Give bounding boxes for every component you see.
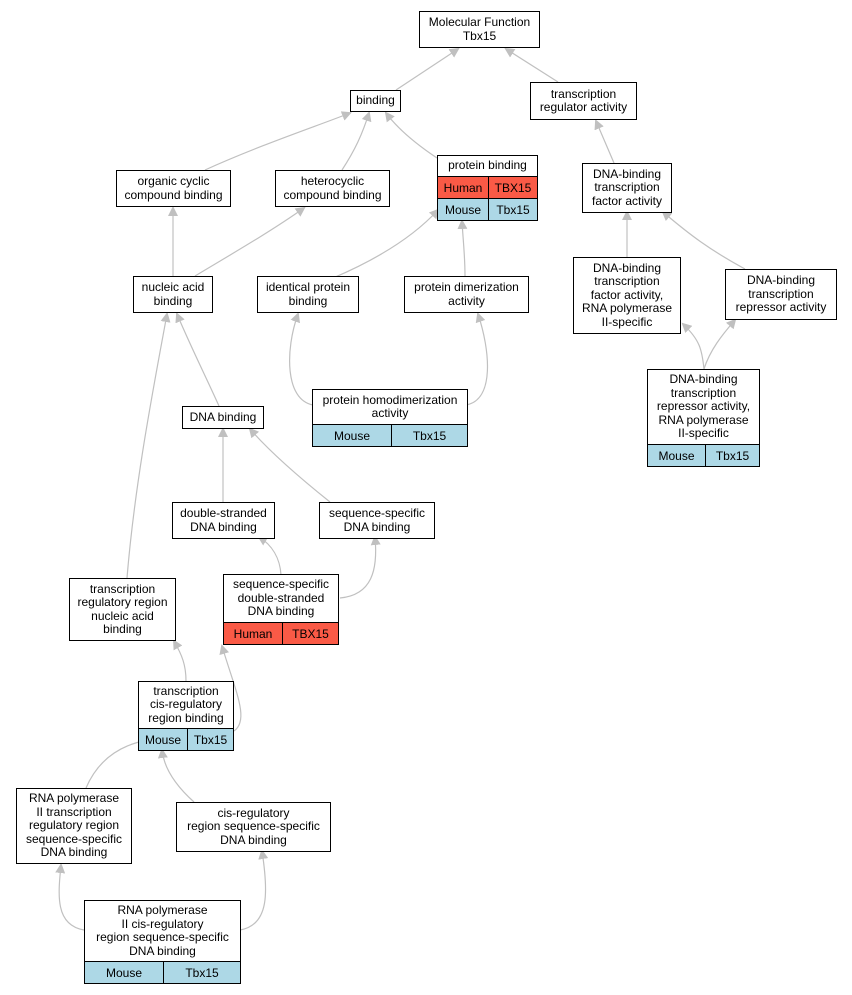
edge-dbtra2-to-dbtfa2 bbox=[681, 322, 705, 370]
gene-label: Tbx15 bbox=[705, 445, 759, 466]
edge-tra-to-mf bbox=[504, 47, 559, 83]
node-transcription-regulatory-region-nucleic-acid-binding[interactable]: transcription regulatory region nucleic … bbox=[69, 578, 176, 641]
node-label: DNA-binding transcription repressor acti… bbox=[735, 273, 827, 315]
annotation-mouse: Mouse Tbx15 bbox=[648, 444, 759, 466]
node-label: DNA-binding transcription factor activit… bbox=[591, 166, 663, 208]
edge-phda-to-ipb bbox=[289, 312, 314, 406]
edge-rp2cr-to-crss bbox=[239, 849, 269, 931]
edge-tcrrb-to-trrnab bbox=[173, 639, 187, 682]
species-label: Mouse bbox=[438, 199, 488, 220]
node-molecular-function[interactable]: Molecular Function Tbx15 bbox=[419, 11, 540, 48]
species-label: Mouse bbox=[85, 962, 163, 983]
node-protein-binding[interactable]: protein binding Human TBX15 Mouse Tbx15 bbox=[437, 155, 538, 221]
node-label: nucleic acid binding bbox=[141, 280, 205, 308]
edge-tcrrb-to-ssds bbox=[219, 644, 242, 732]
species-label: Human bbox=[438, 177, 488, 198]
edge-ssds-to-dsdb bbox=[257, 535, 282, 576]
edge-ipb-to-pb bbox=[332, 208, 440, 279]
gene-label: TBX15 bbox=[488, 177, 537, 198]
node-nucleic-acid-binding[interactable]: nucleic acid binding bbox=[133, 276, 213, 313]
gene-label: Tbx15 bbox=[187, 729, 233, 750]
node-label: DNA-binding transcription factor activit… bbox=[581, 260, 673, 329]
node-label: DNA binding bbox=[189, 409, 257, 424]
node-label: binding bbox=[356, 93, 395, 108]
node-rna-pol-ii-transcription-regulatory-region-binding[interactable]: RNA polymerase II transcription regulato… bbox=[16, 788, 132, 864]
node-label: sequence-specific double-stranded DNA bi… bbox=[232, 577, 330, 619]
edge-nab-to-hcb bbox=[194, 206, 306, 277]
node-transcription-regulator-activity[interactable]: transcription regulator activity bbox=[530, 82, 637, 120]
edge-rp2cr-to-rp2 bbox=[55, 863, 85, 931]
node-double-stranded-dna-binding[interactable]: double-stranded DNA binding bbox=[172, 502, 275, 539]
node-label: Molecular Function Tbx15 bbox=[428, 15, 531, 43]
node-label: organic cyclic compound binding bbox=[124, 174, 223, 202]
gene-label: TBX15 bbox=[282, 623, 338, 644]
node-identical-protein-binding[interactable]: identical protein binding bbox=[257, 276, 359, 313]
annotation-mouse: Mouse Tbx15 bbox=[139, 728, 233, 750]
node-label: RNA polymerase II transcription regulato… bbox=[25, 791, 123, 860]
annotation-human: Human TBX15 bbox=[438, 176, 537, 198]
annotation-mouse: Mouse Tbx15 bbox=[85, 961, 240, 983]
species-label: Mouse bbox=[648, 445, 705, 466]
node-sequence-specific-dna-binding[interactable]: sequence-specific DNA binding bbox=[319, 502, 435, 539]
edge-pb-to-binding bbox=[384, 111, 438, 159]
node-label: sequence-specific DNA binding bbox=[328, 506, 426, 534]
edge-hcb-to-binding bbox=[341, 111, 372, 171]
edge-binding-to-mf bbox=[395, 47, 460, 91]
edge-dbtra-to-dbtfa bbox=[661, 210, 746, 270]
node-label: cis-regulatory region sequence-specific … bbox=[187, 805, 320, 847]
node-label: transcription cis-regulatory region bind… bbox=[148, 683, 224, 725]
annotation-mouse: Mouse Tbx15 bbox=[313, 424, 467, 446]
node-protein-dimerization-activity[interactable]: protein dimerization activity bbox=[404, 276, 529, 313]
node-transcription-cis-regulatory-region-binding[interactable]: transcription cis-regulatory region bind… bbox=[138, 681, 234, 751]
node-label: heterocyclic compound binding bbox=[283, 174, 382, 202]
edge-ssds-to-ssdb bbox=[339, 535, 381, 599]
node-cis-regulatory-region-sequence-specific-dna-binding[interactable]: cis-regulatory region sequence-specific … bbox=[176, 802, 331, 852]
edge-dnab-to-nab bbox=[175, 312, 220, 407]
node-dna-binding[interactable]: DNA binding bbox=[182, 406, 264, 429]
edge-trrnab-to-nab bbox=[126, 312, 171, 579]
node-organic-cyclic-compound-binding[interactable]: organic cyclic compound binding bbox=[116, 170, 231, 207]
node-dna-binding-tf-activity-rna-pol-ii[interactable]: DNA-binding transcription factor activit… bbox=[573, 257, 681, 334]
node-protein-homodimerization-activity[interactable]: protein homodimerization activity Mouse … bbox=[312, 389, 468, 447]
node-sequence-specific-double-stranded-dna-binding[interactable]: sequence-specific double-stranded DNA bi… bbox=[223, 574, 339, 645]
edge-pda-to-pb bbox=[457, 219, 468, 277]
node-label: RNA polymerase II cis-regulatory region … bbox=[96, 903, 229, 958]
gene-label: Tbx15 bbox=[391, 425, 467, 446]
edge-crss-to-tcrrb bbox=[157, 748, 195, 803]
node-label: DNA-binding transcription repressor acti… bbox=[656, 372, 751, 441]
node-label: protein homodimerization activity bbox=[322, 392, 458, 420]
node-rna-pol-ii-cis-regulatory-region-binding[interactable]: RNA polymerase II cis-regulatory region … bbox=[84, 900, 241, 984]
gene-label: Tbx15 bbox=[163, 962, 240, 983]
edge-dbtra2-to-dbtra bbox=[703, 318, 737, 370]
edge-ssdb-to-dnab bbox=[248, 427, 331, 503]
node-label: protein binding bbox=[448, 158, 527, 173]
node-label: identical protein binding bbox=[265, 280, 351, 308]
node-dna-binding-repressor-activity-rna-pol-ii[interactable]: DNA-binding transcription repressor acti… bbox=[647, 369, 760, 467]
species-label: Mouse bbox=[313, 425, 391, 446]
node-dna-binding-transcription-repressor-activity[interactable]: DNA-binding transcription repressor acti… bbox=[725, 269, 837, 320]
node-label: transcription regulator activity bbox=[539, 86, 628, 114]
node-heterocyclic-compound-binding[interactable]: heterocyclic compound binding bbox=[275, 170, 390, 207]
species-label: Human bbox=[224, 623, 282, 644]
gene-label: Tbx15 bbox=[488, 199, 537, 220]
node-binding[interactable]: binding bbox=[350, 90, 401, 112]
node-label: protein dimerization activity bbox=[414, 280, 519, 308]
edge-dbtfa-to-tra bbox=[594, 119, 615, 164]
edge-phda-to-pda bbox=[465, 312, 489, 406]
species-label: Mouse bbox=[139, 729, 187, 750]
annotation-human: Human TBX15 bbox=[224, 622, 338, 644]
node-label: double-stranded DNA binding bbox=[180, 506, 267, 534]
annotation-mouse: Mouse Tbx15 bbox=[438, 198, 537, 220]
edge-ocb-to-binding bbox=[204, 111, 352, 171]
node-dna-binding-transcription-factor-activity[interactable]: DNA-binding transcription factor activit… bbox=[582, 163, 672, 213]
node-label: transcription regulatory region nucleic … bbox=[77, 581, 168, 636]
